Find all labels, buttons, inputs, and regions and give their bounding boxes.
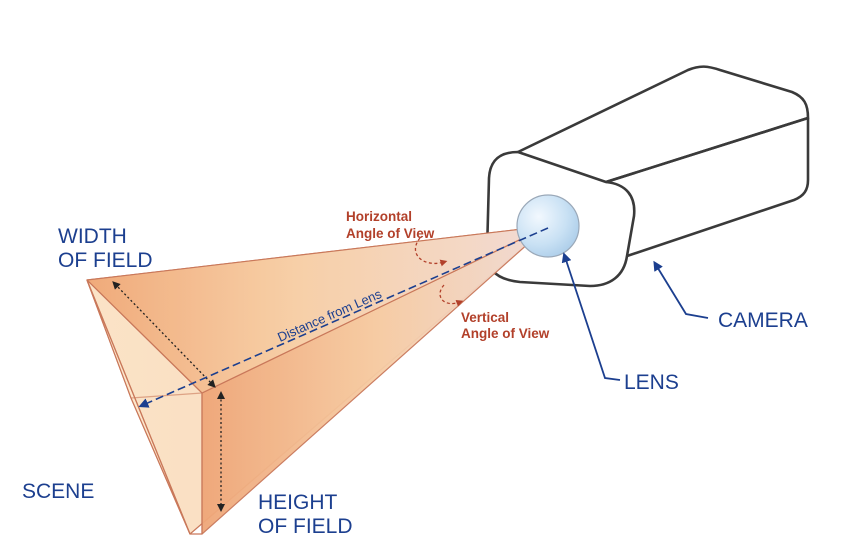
lens-circle [516, 194, 580, 258]
width-of-field-label-1: WIDTH [58, 225, 127, 248]
height-of-field-label-2: OF FIELD [258, 515, 353, 538]
camera-top-face [517, 65, 810, 184]
camera-leader-line [653, 260, 709, 319]
width-of-field-label-2: OF FIELD [58, 249, 153, 272]
scene-label: SCENE [22, 480, 94, 503]
vertical-angle-label-2: Angle of View [461, 326, 550, 341]
vertical-angle-label-1: Vertical [461, 310, 509, 325]
camera-side-face [626, 118, 810, 258]
camera-top-face-edge [605, 116, 809, 184]
horizontal-angle-label-2: Angle of View [346, 226, 435, 241]
lens-label: LENS [624, 371, 679, 394]
horizontal-angle-label-1: Horizontal [346, 209, 412, 224]
width-dimension-arrow [112, 281, 216, 388]
viewing-frustum [86, 225, 549, 535]
lens-leader-line [561, 252, 621, 381]
camera-label: CAMERA [718, 309, 808, 332]
height-of-field-label-1: HEIGHT [258, 491, 338, 514]
horizontal-angle-arc [414, 237, 448, 267]
distance-axis-arrow [138, 227, 549, 408]
frustum-inner-edge [130, 392, 203, 399]
